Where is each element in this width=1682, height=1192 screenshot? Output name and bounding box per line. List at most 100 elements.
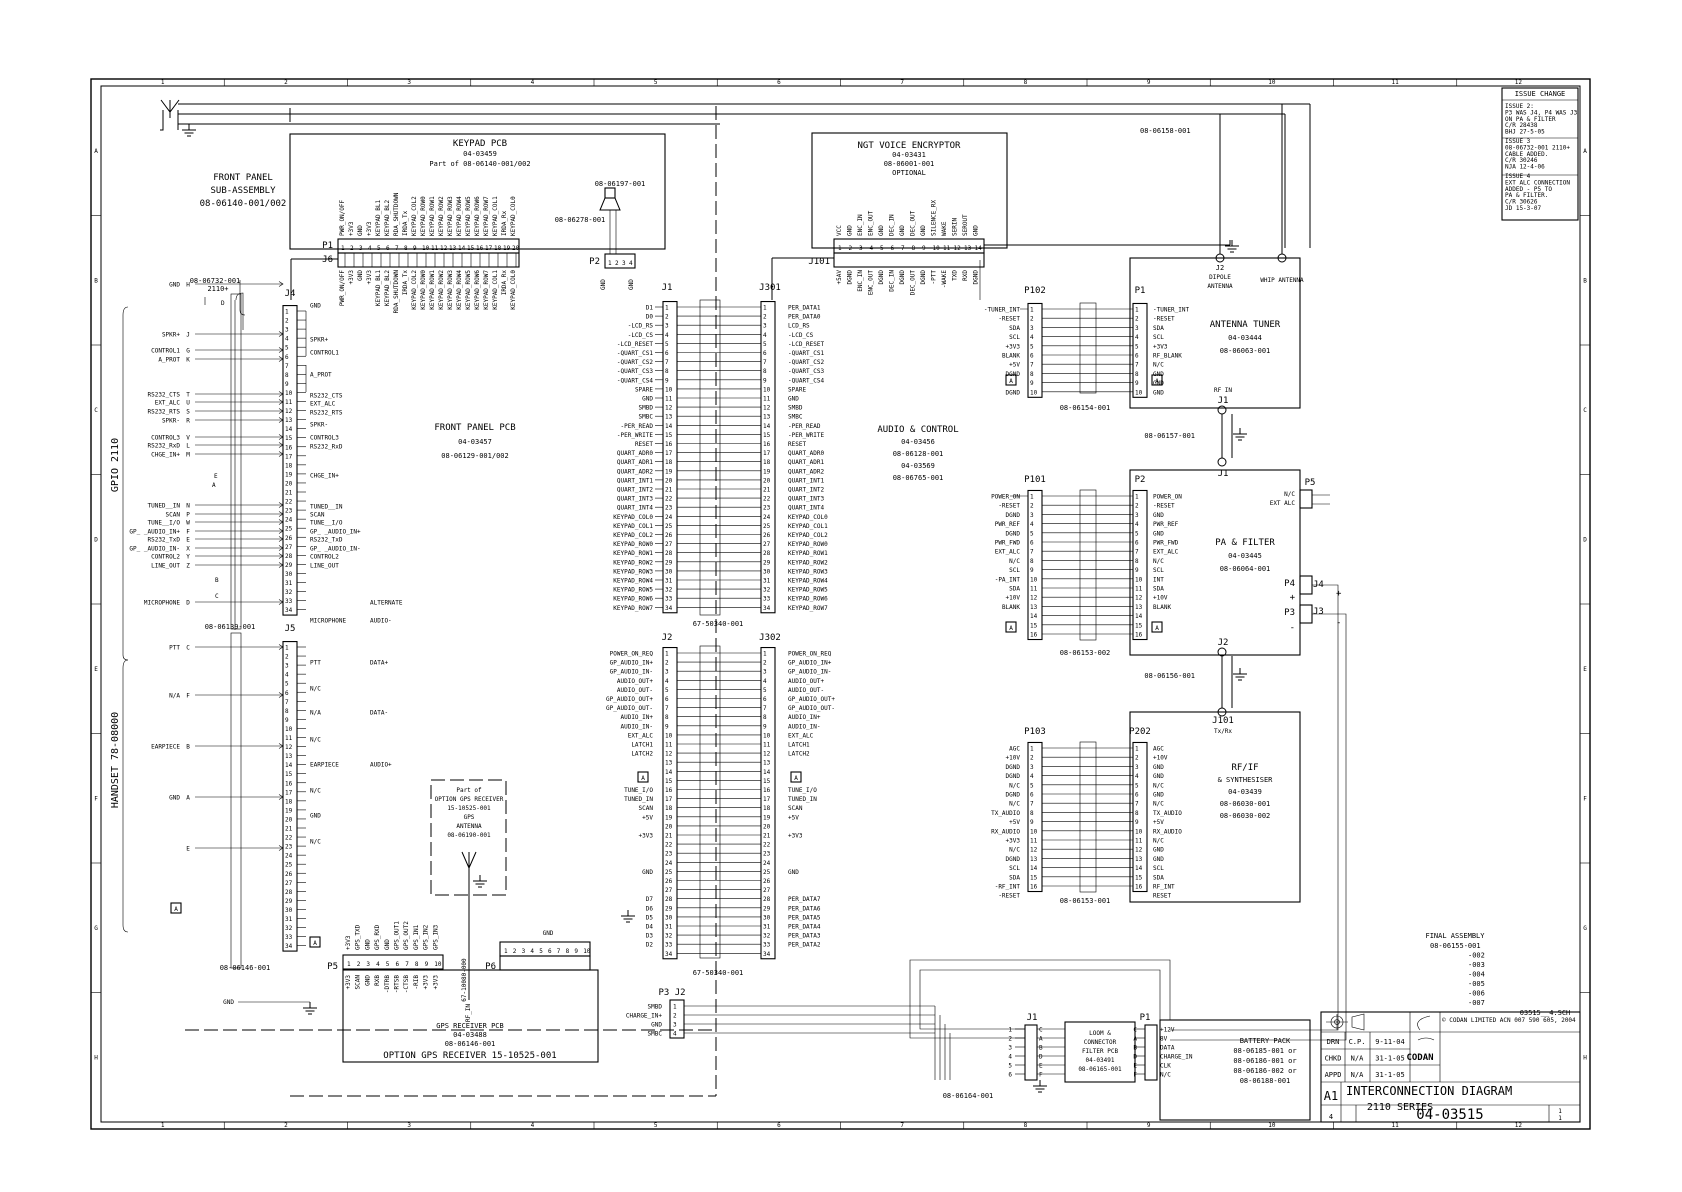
handset-signal: MICROPHONE [144, 600, 181, 607]
j5-signal: MICROPHONE [310, 618, 347, 625]
pin-number: 33 [763, 942, 771, 949]
signal-label: RX_AUDIO [991, 828, 1020, 835]
marker-label: A [1155, 625, 1159, 632]
rf-if-label: & SYNTHESISER [1218, 776, 1274, 784]
pin-number: 16 [1135, 632, 1143, 639]
speaker-icon [599, 197, 621, 211]
pin-number: 1 [1135, 307, 1139, 314]
connector-ref: J1 [1218, 396, 1229, 406]
a-marker [637, 771, 649, 783]
audio-control-label: 04-03569 [901, 462, 935, 470]
keypad-pin-label: KEYPAD_COL0 [510, 196, 517, 236]
handset-pin-letter: B [186, 744, 190, 751]
pin-number: 14 [1135, 865, 1143, 872]
pin-number: 25 [763, 869, 771, 876]
antenna-icon [160, 110, 164, 131]
pin-number: 30 [285, 571, 293, 578]
front-panel-sub-label: FRONT PANEL [213, 173, 273, 183]
j4-signal: RS232_RxD [310, 444, 343, 451]
signal-label: DGND [1006, 389, 1021, 396]
grid-row-ref: A [1583, 148, 1587, 155]
pin-number: 34 [763, 951, 771, 958]
gps-receiver-label: 04-03488 [453, 1031, 487, 1039]
pin-number: 5 [285, 681, 289, 688]
alt-label: AUDIO- [370, 618, 392, 625]
pin-number: 12 [440, 245, 448, 252]
issue-change-line: BHJ 27-5-05 [1505, 129, 1545, 136]
keypad-pin-label: RDA_SHUTDOWN [393, 192, 400, 236]
keypad-pcb-label: Part of 08-06140-001/002 [429, 160, 530, 168]
drawing-title: INTERCONNECTION DIAGRAM [1346, 1084, 1512, 1098]
rf-if-label: 08-06030-002 [1220, 812, 1271, 820]
cable-id: 08-06154-001 [1060, 404, 1111, 412]
pin-number: 1 [763, 651, 767, 658]
grid-row-ref: E [94, 666, 98, 673]
signal-label: INT [1153, 576, 1164, 583]
pin-number: 3 [763, 323, 767, 330]
pin-number: 1 [285, 309, 289, 316]
front-panel-pcb-label: 08-06129-001/002 [441, 452, 508, 460]
encryptor-pin-label: -PTT [931, 270, 938, 285]
j5-harness [230, 632, 242, 969]
keypad-pin-label: KEYPAD_ROW6 [474, 196, 481, 236]
pin-number: 5 [763, 341, 767, 348]
encryptor-pin-label: DGND [847, 270, 854, 285]
signal-label: -LCD_RESET [617, 341, 654, 348]
signal-label: SDA [1153, 325, 1164, 332]
gps-pin-label: -DTRB [384, 975, 391, 993]
signal-label: GP_AUDIO_OUT+ [606, 696, 653, 703]
pin-number: 6 [1135, 353, 1139, 360]
signal-label: -LCD_RESET [788, 341, 825, 348]
signal-label: GND [651, 1022, 662, 1029]
pin-number: 4 [1008, 1054, 1012, 1061]
pin-number: 3 [859, 245, 863, 252]
pin-number: 7 [665, 705, 669, 712]
dipole-label: ANTENNA [1207, 283, 1233, 290]
battery-box [1159, 1019, 1311, 1121]
connector [760, 646, 776, 960]
signal-label: DGND [1006, 792, 1021, 799]
grid-col-ref: 9 [1147, 1122, 1151, 1129]
pin-number: 15 [1135, 622, 1143, 629]
pin-chevron [278, 356, 284, 362]
pin-number: 5 [665, 687, 669, 694]
pin-number: 7 [901, 245, 905, 252]
signal-label: POWER_ON [991, 494, 1020, 501]
pin-number: 21 [763, 833, 771, 840]
final-assembly-part: 08-06155-001 [1430, 942, 1481, 950]
pin-number: 20 [285, 480, 293, 487]
drawing-subtitle: 2110 SERIES [1367, 1102, 1433, 1113]
pin-number: 2 [1030, 755, 1034, 762]
issue-change-box [1501, 87, 1579, 221]
signal-label: SMBD [639, 405, 654, 412]
pin-number: 31 [285, 580, 293, 587]
connector-ref: P202 [1129, 727, 1151, 737]
signal-label: KEYPAD_COL0 [613, 514, 653, 521]
encryptor-pin-label: TXD [952, 270, 959, 281]
connector [1132, 302, 1148, 398]
option-gps-label: OPTION GPS RECEIVER 15-10525-001 [383, 1051, 556, 1061]
pin-number: 2 [673, 1013, 677, 1020]
pin-number: 6 [1030, 792, 1034, 799]
signal-label: QUART_INT1 [617, 477, 654, 484]
pin-number: 5 [1135, 343, 1139, 350]
signal-label: KEYPAD_ROW1 [613, 550, 653, 557]
pin-number: 22 [665, 496, 673, 503]
pin-number: 30 [665, 568, 673, 575]
gpio-signal: A_PROT [158, 357, 180, 364]
cable-id: 67-50340-001 [693, 620, 744, 628]
gpio-signal: GP_ _AUDIO_IN- [129, 546, 180, 553]
pin-number: 32 [665, 587, 673, 594]
pin-number: 7 [665, 359, 669, 366]
grid-row-ref: G [94, 925, 98, 932]
signal-label: -QUART_CS1 [617, 350, 654, 357]
handset-pin-letter: A [186, 795, 190, 802]
j5-signal: N/C [310, 737, 321, 744]
encryptor-pin-label: ENC_OUT [868, 270, 875, 296]
pin-number: 4 [530, 948, 534, 955]
signal-label: QUART_ADR2 [617, 468, 654, 475]
signal-label: TUNED_IN [788, 796, 817, 803]
signal-label: GND [1153, 847, 1164, 854]
pin-number: 27 [763, 541, 771, 548]
pin-number: 17 [285, 453, 293, 460]
